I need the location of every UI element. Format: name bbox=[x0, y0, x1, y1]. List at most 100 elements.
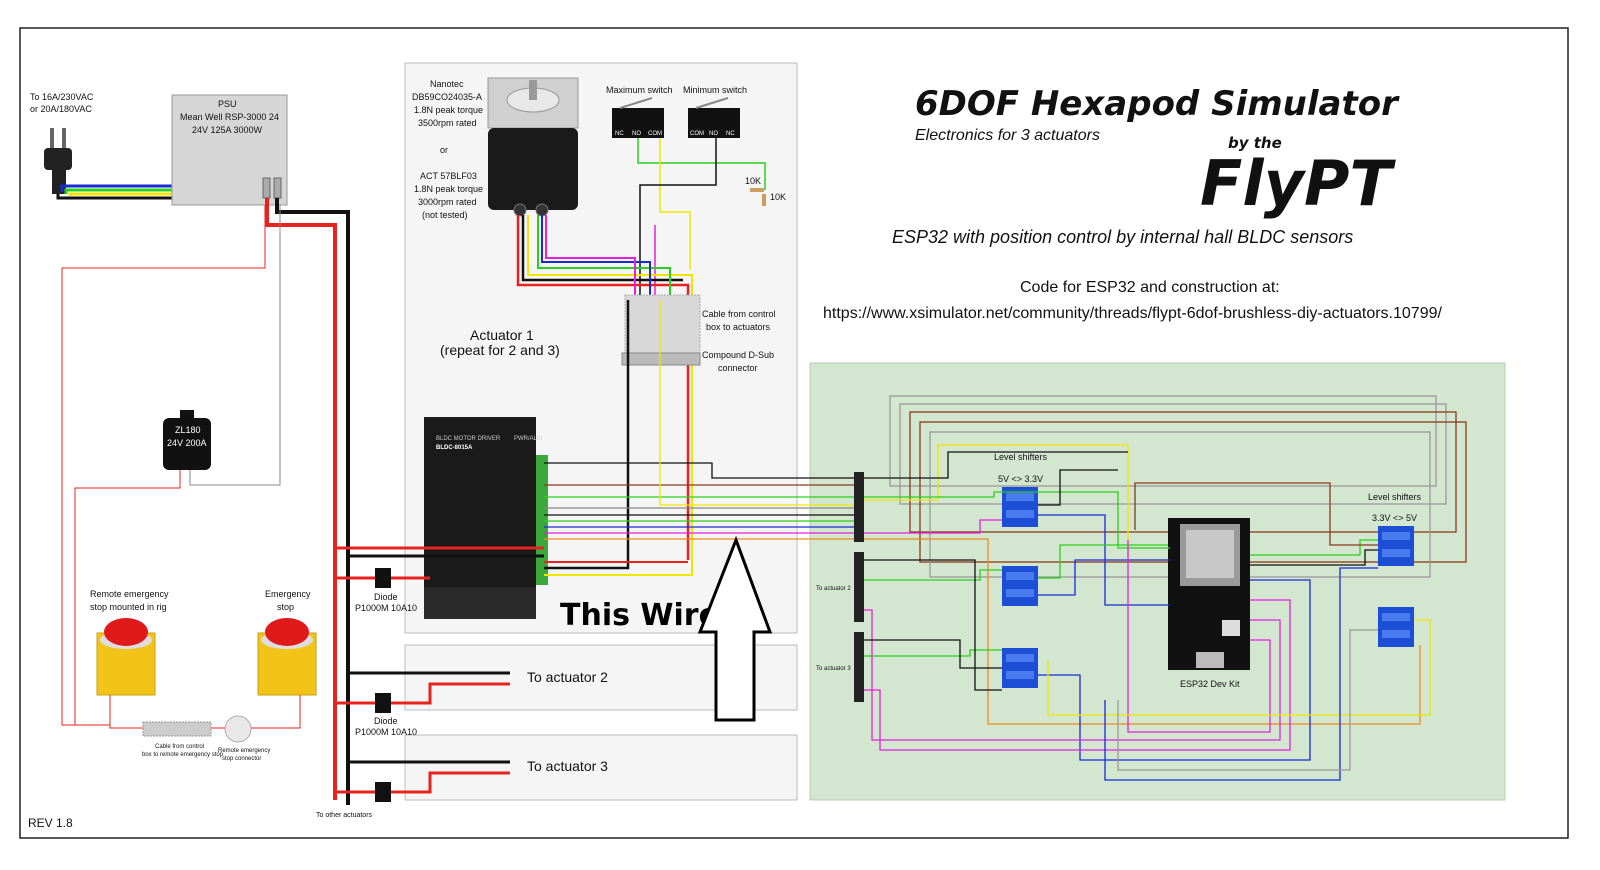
diode-2-icon bbox=[335, 682, 510, 713]
signal-line-yellow bbox=[659, 300, 855, 506]
remote-estop-button-icon bbox=[96, 618, 156, 696]
driver-power-label: PWR/ALM bbox=[514, 436, 542, 442]
psu-label-1: PSU bbox=[218, 99, 237, 109]
motor-spec-10: (not tested) bbox=[422, 210, 468, 220]
by-the-label: by the bbox=[1228, 134, 1282, 152]
motor-spec-2: 1.8N peak torque bbox=[414, 105, 483, 115]
dsub-label-1: Compound D-Sub bbox=[702, 350, 774, 360]
max-switch-pin-0: NC bbox=[615, 131, 624, 137]
board-wire-green-4 bbox=[864, 649, 1002, 657]
psu-label-2: Mean Well RSP-3000 24 bbox=[180, 112, 279, 122]
mains-cable-yellow bbox=[68, 192, 186, 196]
diagram-title: 6DOF Hexapod Simulator bbox=[915, 84, 1400, 124]
level-shifter-1 bbox=[1002, 487, 1038, 527]
motor-text-block: Nanotec DB59CO24035-A 1.8N peak torque 3… bbox=[412, 79, 483, 220]
max-switch-pin-1: NO bbox=[632, 131, 641, 137]
level-shifter-2 bbox=[1002, 566, 1038, 606]
relay-body bbox=[163, 418, 211, 470]
remote-estop-label-1: Remote emergency bbox=[90, 589, 169, 599]
controller-board-panel bbox=[809, 362, 1506, 801]
max-switch-icon: NC NO COM bbox=[612, 97, 664, 138]
driver-label-1: BLDC MOTOR DRIVER bbox=[436, 436, 501, 442]
motor-spec-7: ACT 57BLF03 bbox=[420, 171, 477, 181]
relay-wire-red bbox=[74, 470, 181, 725]
esp-description: ESP32 with position control by internal … bbox=[892, 227, 1353, 247]
annotation-arrow-icon bbox=[697, 535, 773, 722]
resistor1-icon bbox=[750, 188, 764, 192]
diode-2-label-2: P1000M 10A10 bbox=[355, 727, 417, 737]
board-wire-gray-4 bbox=[1117, 629, 1378, 771]
psu-sense-gray-thin bbox=[189, 205, 281, 486]
motor-spec-5: or bbox=[440, 145, 448, 155]
motor-cable-red bbox=[516, 215, 690, 560]
min-switch-pin-2: NC bbox=[726, 131, 735, 137]
min-switch-pin-0: COM bbox=[690, 131, 704, 137]
board-wire-black-8 bbox=[864, 639, 1002, 669]
board-wire-black-top bbox=[864, 451, 1128, 479]
level-shifter-left-sub: 5V <> 3.3V bbox=[998, 474, 1043, 484]
diode-2-label-1: Diode bbox=[374, 716, 398, 726]
psu-label-3: 24V 125A 3000W bbox=[192, 125, 263, 135]
estop-connector-icon bbox=[224, 715, 252, 743]
switch-wire-yellow bbox=[659, 138, 691, 270]
board-wire-magenta-2 bbox=[864, 599, 1291, 751]
level-shifter-left-label: Level shifters bbox=[994, 452, 1048, 462]
local-estop-label-2: stop bbox=[277, 602, 294, 612]
diode-3-icon bbox=[335, 771, 510, 802]
relay-label-1: ZL180 bbox=[175, 425, 201, 435]
diode-1-label-2: P1000M 10A10 bbox=[355, 603, 417, 613]
board-wire-brown-5 bbox=[1134, 482, 1378, 546]
board-connector-a2 bbox=[854, 552, 864, 622]
remote-estop-label-2: stop mounted in rig bbox=[90, 602, 167, 612]
level-shifter-5 bbox=[1378, 607, 1414, 647]
level-shifter-4 bbox=[1378, 526, 1414, 566]
mains-cable-green bbox=[64, 188, 184, 194]
resistor2-label: 10K bbox=[770, 192, 786, 202]
psu-terminal-minus bbox=[273, 177, 282, 199]
bldc-driver-icon bbox=[424, 417, 548, 619]
motor-cable-green bbox=[537, 215, 671, 300]
actuator-cable bbox=[624, 294, 701, 354]
power-bus-red bbox=[265, 198, 337, 800]
motor-spec-3: 3500rpm rated bbox=[418, 118, 477, 128]
motor-cable-blue bbox=[541, 215, 651, 300]
board-connector-a3 bbox=[854, 632, 864, 702]
mains-cable-blue bbox=[60, 184, 180, 192]
project-url: https://www.xsimulator.net/community/thr… bbox=[823, 305, 1442, 322]
power-bus-black bbox=[275, 198, 350, 805]
level-shifter-right-label: Level shifters bbox=[1368, 492, 1422, 502]
mains-label-1: To 16A/230VAC bbox=[30, 92, 94, 102]
local-estop-label-1: Emergency bbox=[265, 589, 311, 599]
max-switch-pin-2: COM bbox=[648, 131, 662, 137]
diagram-subtitle: Electronics for 3 actuators bbox=[915, 127, 1100, 144]
resistor1-label: 10K bbox=[745, 176, 761, 186]
actuator-label-1: Actuator 1 bbox=[470, 327, 534, 343]
estop-cable-label-1: Cable from control bbox=[155, 744, 204, 750]
switch-wire-green bbox=[637, 138, 766, 190]
level-shifter-3 bbox=[1002, 648, 1038, 688]
board-wire-black-6 bbox=[1038, 469, 1118, 506]
board-wire-green-5 bbox=[1250, 539, 1378, 556]
estop-connector-label-2: stop connector bbox=[222, 756, 261, 762]
cable-label-1: Cable from control bbox=[702, 309, 776, 319]
estop-cable-label-2: box to remote emergency stop bbox=[142, 752, 224, 758]
diode-1-icon bbox=[335, 568, 430, 588]
to-other-actuators-label: To other actuators bbox=[316, 812, 373, 819]
board-wire-green-2 bbox=[864, 569, 1002, 581]
driver-label-2: BLDC-8015A bbox=[436, 445, 473, 451]
driver-motor-wire-yellow bbox=[544, 565, 693, 576]
local-estop-button-icon bbox=[257, 618, 317, 696]
relay-label-2: 24V 200A bbox=[167, 438, 207, 448]
min-switch-label: Minimum switch bbox=[683, 85, 747, 95]
board-wire-blue-2 bbox=[1038, 559, 1170, 596]
board-wire-magenta-4 bbox=[1127, 540, 1271, 733]
resistor2-icon bbox=[762, 194, 766, 206]
board-wire-magenta-1 bbox=[864, 519, 1002, 534]
actuator3-panel bbox=[404, 734, 798, 801]
board-wire-black-7 bbox=[864, 559, 1002, 691]
mains-cable-black bbox=[56, 194, 188, 200]
motor-spec-8: 1.8N peak torque bbox=[414, 184, 483, 194]
board-wire-magenta-3 bbox=[864, 609, 1281, 741]
estop-cable bbox=[142, 721, 212, 737]
